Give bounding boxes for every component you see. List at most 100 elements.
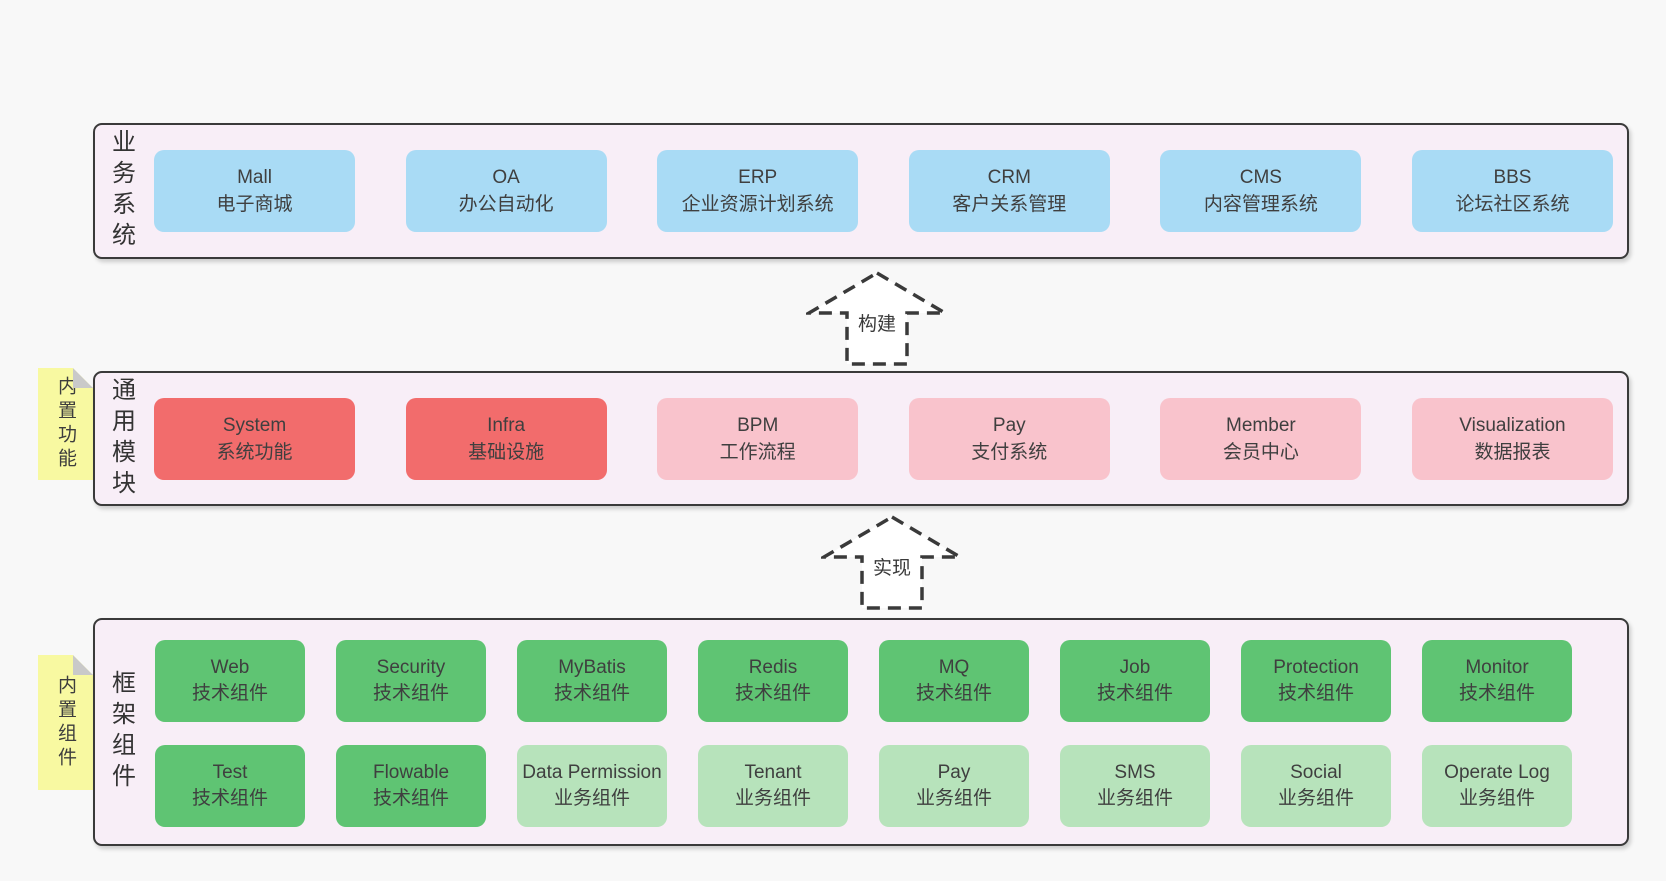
node-title: Visualization xyxy=(1459,414,1566,436)
node-crm: CRM 客户关系管理 xyxy=(908,150,1110,232)
node-title: Protection xyxy=(1273,657,1359,678)
node-title: BPM xyxy=(737,414,779,436)
node-tenant: Tenant 业务组件 xyxy=(698,745,848,827)
node-pay: Pay 业务组件 xyxy=(879,745,1029,827)
sticky-note-builtin-features: 内置功能 xyxy=(38,368,93,480)
node-title: OA xyxy=(492,167,520,188)
modules-boxes-row: System 系统功能 Infra 基础设施 BPM 工作流程 Pay 支付系统 Member 会… xyxy=(154,373,1613,504)
arrow-build-label: 构建 xyxy=(855,313,899,337)
node-protection: Protection 技术组件 xyxy=(1241,640,1391,722)
node-subtitle: 系统功能 xyxy=(216,441,293,463)
layer-label-components: 框架组件 xyxy=(107,670,135,794)
node-title: Operate Log xyxy=(1444,762,1550,783)
node-title: Member xyxy=(1226,414,1296,436)
node-subtitle: 工作流程 xyxy=(719,441,796,463)
node-title: Monitor xyxy=(1465,657,1529,678)
arrow-implement: 实现 xyxy=(821,514,963,611)
node-test: Test 技术组件 xyxy=(155,745,305,827)
node-title: Pay xyxy=(992,414,1026,436)
node-subtitle: 技术组件 xyxy=(372,683,449,704)
node-monitor: Monitor 技术组件 xyxy=(1422,640,1572,722)
node-subtitle: 业务组件 xyxy=(1458,788,1535,809)
node-title: ERP xyxy=(738,167,778,188)
node-cms: CMS 内容管理系统 xyxy=(1160,150,1362,232)
node-subtitle: 论坛社区系统 xyxy=(1455,194,1570,215)
node-pay: Pay 支付系统 xyxy=(908,397,1110,480)
node-operate-log: Operate Log 业务组件 xyxy=(1422,745,1572,827)
node-data-permission: Data Permission 业务组件 xyxy=(517,745,667,827)
node-title: BBS xyxy=(1493,167,1532,188)
node-subtitle: 支付系统 xyxy=(971,441,1048,463)
node-title: Tenant xyxy=(744,762,802,783)
business-boxes-row: Mall 电子商城 OA 办公自动化 ERP 企业资源计划系统 CRM 客户关系管理 CMS 内容… xyxy=(154,125,1613,257)
node-title: Flowable xyxy=(372,762,450,783)
node-infra: Infra 基础设施 xyxy=(405,397,607,480)
node-subtitle: 技术组件 xyxy=(191,788,268,809)
node-social: Social 业务组件 xyxy=(1241,745,1391,827)
arrow-build: 构建 xyxy=(806,270,948,367)
node-subtitle: 技术组件 xyxy=(1277,683,1354,704)
node-system: System 系统功能 xyxy=(154,397,355,480)
node-title: Job xyxy=(1119,657,1151,678)
node-subtitle: 基础设施 xyxy=(468,441,545,463)
arrow-implement-label: 实现 xyxy=(870,557,914,581)
node-subtitle: 数据报表 xyxy=(1474,441,1551,463)
node-redis: Redis 技术组件 xyxy=(698,640,848,722)
node-mq: MQ 技术组件 xyxy=(879,640,1029,722)
node-subtitle: 技术组件 xyxy=(191,683,268,704)
node-subtitle: 技术组件 xyxy=(734,683,811,704)
node-bbs: BBS 论坛社区系统 xyxy=(1411,150,1613,232)
node-mall: Mall 电子商城 xyxy=(154,150,355,232)
node-title: CRM xyxy=(987,167,1031,188)
node-title: Infra xyxy=(487,414,526,436)
node-subtitle: 办公自动化 xyxy=(458,194,554,215)
node-sms: SMS 业务组件 xyxy=(1060,745,1210,827)
node-oa: OA 办公自动化 xyxy=(405,150,607,232)
node-visualization: Visualization 数据报表 xyxy=(1411,397,1613,480)
node-subtitle: 技术组件 xyxy=(372,788,449,809)
node-subtitle: 客户关系管理 xyxy=(952,194,1067,215)
node-subtitle: 电子商城 xyxy=(216,194,293,215)
node-subtitle: 会员中心 xyxy=(1222,441,1299,463)
node-title: Data Permission xyxy=(522,762,662,783)
layer-common-modules: 通用模块 System 系统功能 Infra 基础设施 BPM 工作流程 Pay 支付系统 Me… xyxy=(93,371,1629,506)
node-title: CMS xyxy=(1239,167,1282,188)
node-subtitle: 业务组件 xyxy=(1277,788,1354,809)
sticky-note-text: 内置功能 xyxy=(55,376,76,472)
node-subtitle: 企业资源计划系统 xyxy=(681,194,834,215)
node-subtitle: 技术组件 xyxy=(553,683,630,704)
node-subtitle: 业务组件 xyxy=(915,788,992,809)
sticky-note-text: 内置组件 xyxy=(55,674,76,771)
folded-corner-icon xyxy=(73,655,93,675)
node-mybatis: MyBatis 技术组件 xyxy=(517,640,667,722)
node-subtitle: 技术组件 xyxy=(915,683,992,704)
node-title: SMS xyxy=(1114,762,1156,783)
sticky-note-builtin-components: 内置组件 xyxy=(38,655,93,790)
node-subtitle: 业务组件 xyxy=(1096,788,1173,809)
node-member: Member 会员中心 xyxy=(1160,397,1362,480)
node-title: Web xyxy=(210,657,250,678)
node-title: Pay xyxy=(937,762,971,783)
node-bpm: BPM 工作流程 xyxy=(657,397,859,480)
node-title: Security xyxy=(376,657,446,678)
node-subtitle: 内容管理系统 xyxy=(1203,194,1318,215)
layer-label-modules: 通用模块 xyxy=(107,376,135,501)
node-subtitle: 技术组件 xyxy=(1458,683,1535,704)
node-title: Mall xyxy=(237,167,272,188)
node-flowable: Flowable 技术组件 xyxy=(336,745,486,827)
node-subtitle: 业务组件 xyxy=(734,788,811,809)
node-title: Social xyxy=(1290,762,1342,783)
node-title: Test xyxy=(212,762,248,783)
node-title: MyBatis xyxy=(558,657,626,678)
node-title: Redis xyxy=(748,657,798,678)
layer-label-business: 业务系统 xyxy=(107,129,135,253)
node-title: System xyxy=(222,414,287,436)
node-subtitle: 业务组件 xyxy=(553,788,630,809)
node-title: MQ xyxy=(938,657,970,678)
